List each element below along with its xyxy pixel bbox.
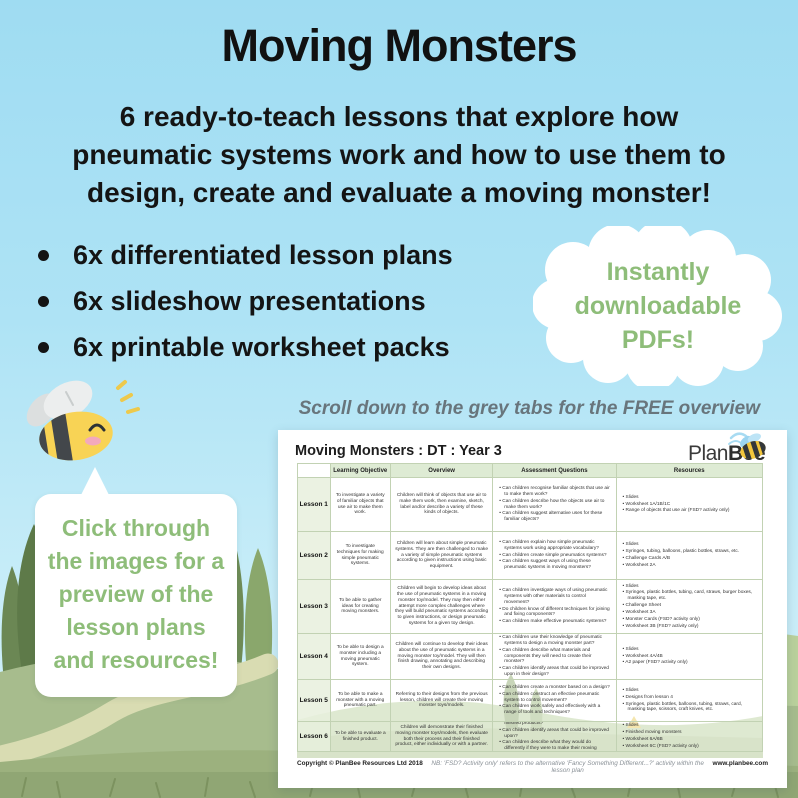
lesson-label: Lesson 2 xyxy=(298,532,331,580)
subtitle-line: 6 ready-to-teach lessons that explore ho… xyxy=(119,101,679,132)
website-text: www.planbee.com xyxy=(712,760,768,767)
feature-list: 6x differentiated lesson plans 6x slides… xyxy=(38,240,453,363)
cloud-badge-text: Instantly downloadable PDFs! xyxy=(574,258,742,354)
bullet-dot-icon xyxy=(38,296,49,307)
lesson-table: Learning Objective Overview Assessment Q… xyxy=(297,463,763,752)
lesson-objective: To be able to design a monster including… xyxy=(330,634,391,680)
subtitle-line: pneumatic systems work and how to use th… xyxy=(72,139,726,170)
table-body: Lesson 1 To investigate a variety of fam… xyxy=(298,478,763,752)
document-preview[interactable]: Moving Monsters : DT : Year 3 PlanBee xyxy=(278,430,787,788)
list-item: 6x slideshow presentations xyxy=(38,286,453,317)
logo-plan-text: Plan xyxy=(687,442,729,465)
document-title: Moving Monsters : DT : Year 3 xyxy=(295,443,502,459)
lesson-assessment: Can children use their knowledge of pneu… xyxy=(493,634,617,680)
table-row: Lesson 1 To investigate a variety of fam… xyxy=(298,478,763,532)
page-subtitle: 6 ready-to-teach lessons that explore ho… xyxy=(20,98,778,212)
feature-label: 6x printable worksheet packs xyxy=(73,332,450,362)
planbee-logo: PlanBee xyxy=(687,432,768,466)
list-item: 6x differentiated lesson plans xyxy=(38,240,453,271)
lesson-objective: To investigate a variety of familiar obj… xyxy=(330,478,391,532)
lesson-assessment: Can children investigate ways of using p… xyxy=(493,580,617,634)
feature-label: 6x differentiated lesson plans xyxy=(73,240,453,270)
feature-label: 6x slideshow presentations xyxy=(73,286,426,316)
lesson-overview: Children will learn about simple pneumat… xyxy=(390,532,494,580)
lesson-overview: Children will begin to develop ideas abo… xyxy=(390,580,494,634)
lesson-label: Lesson 4 xyxy=(298,634,331,680)
column-header: Overview xyxy=(390,464,494,478)
subtitle-line: design, create and evaluate a moving mon… xyxy=(87,177,711,208)
table-row: Lesson 3 To be able to gather ideas for … xyxy=(298,580,763,634)
lesson-overview: Children will demonstrate their finished… xyxy=(390,722,494,752)
lesson-label: Lesson 1 xyxy=(298,478,331,532)
lesson-objective: To be able to gather ideas for creating … xyxy=(330,580,391,634)
speech-bubble-text: Click through the images for a preview o… xyxy=(47,515,225,673)
table-row: Lesson 5 To be able to make a monster wi… xyxy=(298,680,763,722)
lesson-resources: SlidesDesigns from lesson 4Syringes, pla… xyxy=(616,680,763,722)
lesson-resources: SlidesWorksheet 1A/1B/1CRange of objects… xyxy=(616,478,763,532)
lesson-overview: Referring to their designs from the prev… xyxy=(390,680,494,722)
column-header: Learning Objective xyxy=(330,464,391,478)
lesson-assessment: Can children create a monster based on a… xyxy=(493,680,617,722)
lesson-resources: SlidesSyringes, plastic bottles, tubing,… xyxy=(616,580,763,634)
lesson-assessment: Can children explain how simple pneumati… xyxy=(493,532,617,580)
cloud-icon xyxy=(533,226,782,386)
table-header-row: Learning Objective Overview Assessment Q… xyxy=(298,464,763,478)
lesson-resources: SlidesFinished moving monstersWorksheet … xyxy=(616,722,763,752)
header-corner-cell xyxy=(298,464,331,478)
lesson-objective: To investigate techniques for making sim… xyxy=(330,532,391,580)
lesson-assessment: Can children recognise familiar objects … xyxy=(493,478,617,532)
list-item: 6x printable worksheet packs xyxy=(38,332,453,363)
lesson-overview: Children will think of objects that use … xyxy=(390,478,494,532)
column-header: Resources xyxy=(616,464,763,478)
lesson-objective: To be able to make a monster with a movi… xyxy=(330,680,391,722)
document-footer: Copyright © PlanBee Resources Ltd 2018 N… xyxy=(297,760,768,774)
table-row: Lesson 4 To be able to design a monster … xyxy=(298,634,763,680)
fsd-note: NB: 'FSD? Activity only' refers to the a… xyxy=(431,760,704,774)
lesson-assessment: Can children identify successful areas o… xyxy=(493,722,617,752)
bullet-dot-icon xyxy=(38,250,49,261)
lesson-overview: Children will continue to develop their … xyxy=(390,634,494,680)
lesson-label: Lesson 6 xyxy=(298,722,331,752)
lesson-resources: SlidesWorksheet 4A/4BA2 paper (FSD? acti… xyxy=(616,634,763,680)
lesson-label: Lesson 5 xyxy=(298,680,331,722)
scroll-note: Scroll down to the grey tabs for the FRE… xyxy=(298,398,760,419)
copyright-text: Copyright © PlanBee Resources Ltd 2018 xyxy=(297,760,423,767)
cloud-badge: Instantly downloadable PDFs! xyxy=(533,226,783,386)
lesson-resources: SlidesSyringes, tubing, balloons, plasti… xyxy=(616,532,763,580)
table-row: Lesson 2 To investigate techniques for m… xyxy=(298,532,763,580)
lesson-label: Lesson 3 xyxy=(298,580,331,634)
page-title: Moving Monsters xyxy=(221,20,577,71)
lesson-objective: To be able to evaluate a finished produc… xyxy=(330,722,391,752)
column-header: Assessment Questions xyxy=(493,464,617,478)
table-row: Lesson 6 To be able to evaluate a finish… xyxy=(298,722,763,752)
bee-mascot-icon xyxy=(26,380,140,466)
speech-bubble: Click through the images for a preview o… xyxy=(35,467,237,697)
planbee-logo-bee-icon xyxy=(728,432,768,462)
bullet-dot-icon xyxy=(38,342,49,353)
